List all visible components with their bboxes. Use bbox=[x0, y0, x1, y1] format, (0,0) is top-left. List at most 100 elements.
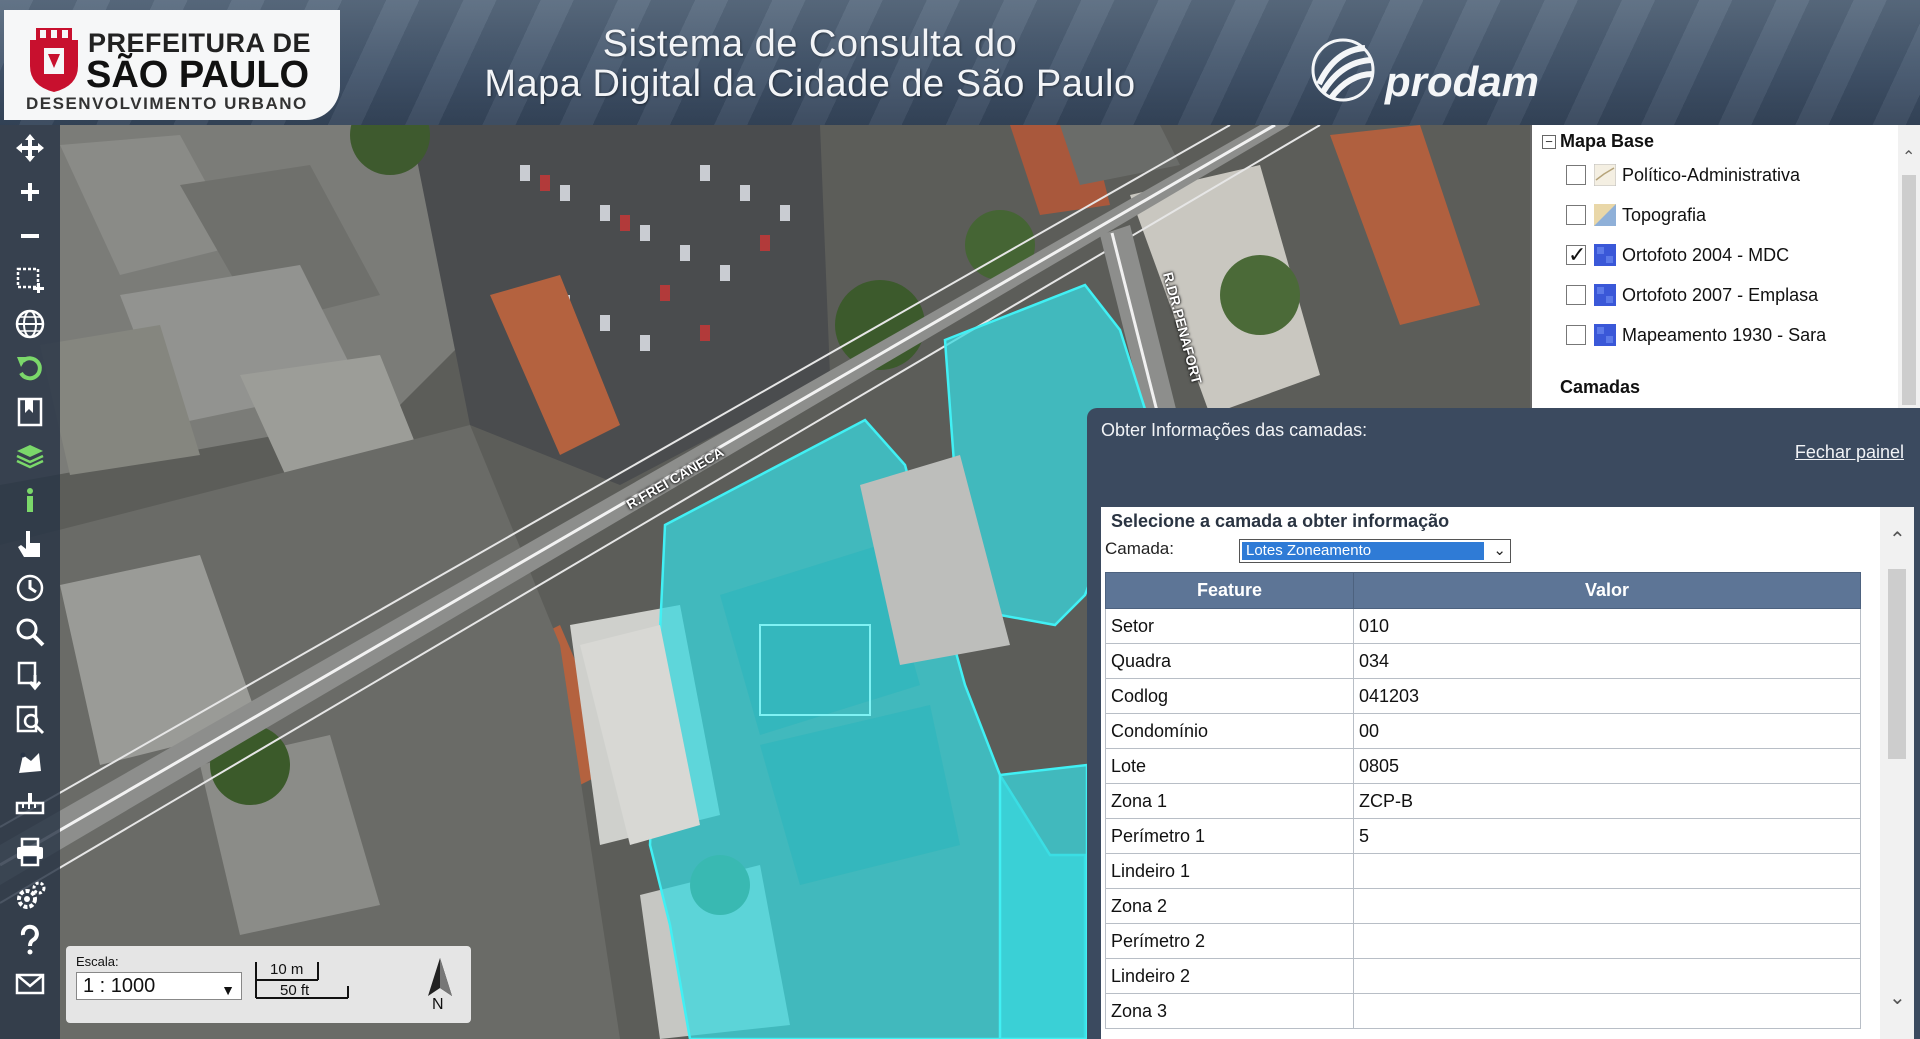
ortophoto-icon bbox=[1594, 284, 1616, 306]
undo-icon[interactable] bbox=[8, 349, 52, 387]
north-label: N bbox=[432, 996, 444, 1013]
settings-icon[interactable] bbox=[8, 877, 52, 915]
column-header-feature: Feature bbox=[1105, 572, 1354, 609]
bookmark-icon[interactable] bbox=[8, 393, 52, 431]
layer-checkbox-checked[interactable] bbox=[1566, 242, 1586, 268]
camada-select[interactable]: Lotes Zoneamento ⌄ bbox=[1239, 539, 1511, 563]
globe-icon[interactable] bbox=[8, 305, 52, 343]
scroll-down-icon[interactable]: ⌄ bbox=[1889, 987, 1906, 1009]
scale-bar-icon bbox=[255, 962, 349, 999]
measure-ruler-icon[interactable] bbox=[8, 789, 52, 827]
close-panel-link[interactable]: Fechar painel bbox=[1794, 442, 1904, 462]
layer-group-mapa-base[interactable]: Mapa Base bbox=[1560, 131, 1655, 151]
camada-select-value: Lotes Zoneamento bbox=[1242, 542, 1484, 560]
feature-cell: Perímetro 1 bbox=[1105, 818, 1354, 854]
info-panel: Obter Informações das camadas: Fechar pa… bbox=[1087, 408, 1920, 1039]
search-icon[interactable] bbox=[8, 613, 52, 651]
prodam-logo[interactable]: prodam bbox=[1305, 30, 1565, 110]
info-icon[interactable] bbox=[8, 481, 52, 519]
prefeitura-logo[interactable]: PREFEITURA DE SÃO PAULO DESENVOLVIMENTO … bbox=[4, 10, 340, 120]
print-icon[interactable] bbox=[8, 833, 52, 871]
feature-cell: Zona 2 bbox=[1105, 888, 1354, 924]
scale-bar-meters: 10 m bbox=[270, 961, 304, 978]
prodam-swoosh-icon bbox=[1311, 38, 1375, 102]
pan-icon[interactable] bbox=[8, 129, 52, 167]
layer-label: Político-Administrativa bbox=[1622, 164, 1801, 185]
zoom-document-icon[interactable] bbox=[8, 701, 52, 739]
layer-item-ortofoto-2007[interactable]: Ortofoto 2007 - Emplasa bbox=[1566, 282, 1818, 308]
select-layer-heading: Selecione a camada a obter informação bbox=[1111, 511, 1450, 531]
collapse-icon[interactable]: − bbox=[1542, 135, 1556, 149]
help-icon[interactable] bbox=[8, 921, 52, 959]
value-cell bbox=[1353, 923, 1861, 959]
feature-cell: Setor bbox=[1105, 608, 1354, 644]
chevron-down-icon: ▼ bbox=[221, 982, 235, 998]
layer-checkbox[interactable] bbox=[1566, 325, 1586, 345]
scroll-thumb[interactable] bbox=[1902, 175, 1916, 405]
layers-icon[interactable] bbox=[8, 437, 52, 475]
map-toolbar bbox=[0, 125, 60, 1039]
value-cell bbox=[1353, 993, 1861, 1029]
value-cell: 0805 bbox=[1353, 748, 1861, 784]
history-icon[interactable] bbox=[8, 569, 52, 607]
zoom-box-icon[interactable] bbox=[8, 261, 52, 299]
scale-label: Escala: bbox=[76, 954, 119, 969]
value-cell bbox=[1353, 958, 1861, 994]
table-row: Zona 3 bbox=[1105, 993, 1861, 1029]
layer-item-politico[interactable]: Político-Administrativa bbox=[1566, 162, 1800, 188]
value-cell: 5 bbox=[1353, 818, 1861, 854]
info-panel-title: Obter Informações das camadas: bbox=[1101, 420, 1368, 440]
column-header-valor: Valor bbox=[1353, 572, 1861, 609]
table-row: Lindeiro 1 bbox=[1105, 853, 1861, 889]
north-arrow-icon bbox=[428, 958, 452, 996]
scale-select[interactable]: 1 : 1000 ▼ bbox=[76, 972, 242, 1000]
layer-checkbox[interactable] bbox=[1566, 285, 1586, 305]
zoom-in-icon[interactable] bbox=[8, 173, 52, 211]
logo-line-1: PREFEITURA DE bbox=[88, 28, 312, 58]
zoom-out-icon[interactable] bbox=[8, 217, 52, 255]
scale-panel: Escala: 1 : 1000 ▼ 10 m 50 ft N bbox=[66, 946, 471, 1023]
value-cell: 010 bbox=[1353, 608, 1861, 644]
layer-group-camadas[interactable]: Camadas bbox=[1560, 377, 1641, 397]
layer-item-mapeamento-1930[interactable]: Mapeamento 1930 - Sara bbox=[1566, 322, 1826, 348]
feature-cell: Zona 3 bbox=[1105, 993, 1354, 1029]
measure-area-icon[interactable] bbox=[8, 745, 52, 783]
political-map-icon bbox=[1594, 164, 1616, 186]
layer-item-ortofoto-2004[interactable]: Ortofoto 2004 - MDC bbox=[1566, 242, 1789, 268]
table-row: Zona 2 bbox=[1105, 888, 1861, 924]
hand-pointer-icon[interactable] bbox=[8, 525, 52, 563]
layer-item-topografia[interactable]: Topografia bbox=[1566, 202, 1706, 228]
page-title: Sistema de Consulta do Mapa Digital da C… bbox=[480, 24, 1140, 104]
title-line-1: Sistema de Consulta do bbox=[602, 23, 1018, 65]
scroll-up-icon[interactable]: ⌃ bbox=[1902, 149, 1916, 166]
prodam-name: prodam bbox=[1385, 58, 1540, 105]
scroll-thumb[interactable] bbox=[1888, 569, 1906, 759]
value-cell: 034 bbox=[1353, 643, 1861, 679]
scale-select-value: 1 : 1000 bbox=[83, 975, 156, 997]
feature-cell: Codlog bbox=[1105, 678, 1354, 714]
feature-cell: Zona 1 bbox=[1105, 783, 1354, 819]
value-cell: 00 bbox=[1353, 713, 1861, 749]
layer-panel-scrollbar[interactable]: ⌃ bbox=[1898, 125, 1920, 408]
feature-cell: Lindeiro 1 bbox=[1105, 853, 1354, 889]
scroll-up-icon[interactable]: ⌃ bbox=[1889, 529, 1906, 551]
value-cell: 041203 bbox=[1353, 678, 1861, 714]
info-panel-scrollbar[interactable]: ⌃ ⌄ bbox=[1880, 507, 1914, 1039]
table-row: Lindeiro 2 bbox=[1105, 958, 1861, 994]
scale-bar-feet: 50 ft bbox=[280, 982, 310, 999]
header: PREFEITURA DE SÃO PAULO DESENVOLVIMENTO … bbox=[0, 0, 1920, 125]
table-header-row: Feature Valor bbox=[1105, 572, 1861, 609]
value-cell: ZCP-B bbox=[1353, 783, 1861, 819]
download-icon[interactable] bbox=[8, 657, 52, 695]
layer-checkbox[interactable] bbox=[1566, 205, 1586, 225]
layer-checkbox[interactable] bbox=[1566, 165, 1586, 185]
feature-cell: Lindeiro 2 bbox=[1105, 958, 1354, 994]
mail-icon[interactable] bbox=[8, 965, 52, 1003]
